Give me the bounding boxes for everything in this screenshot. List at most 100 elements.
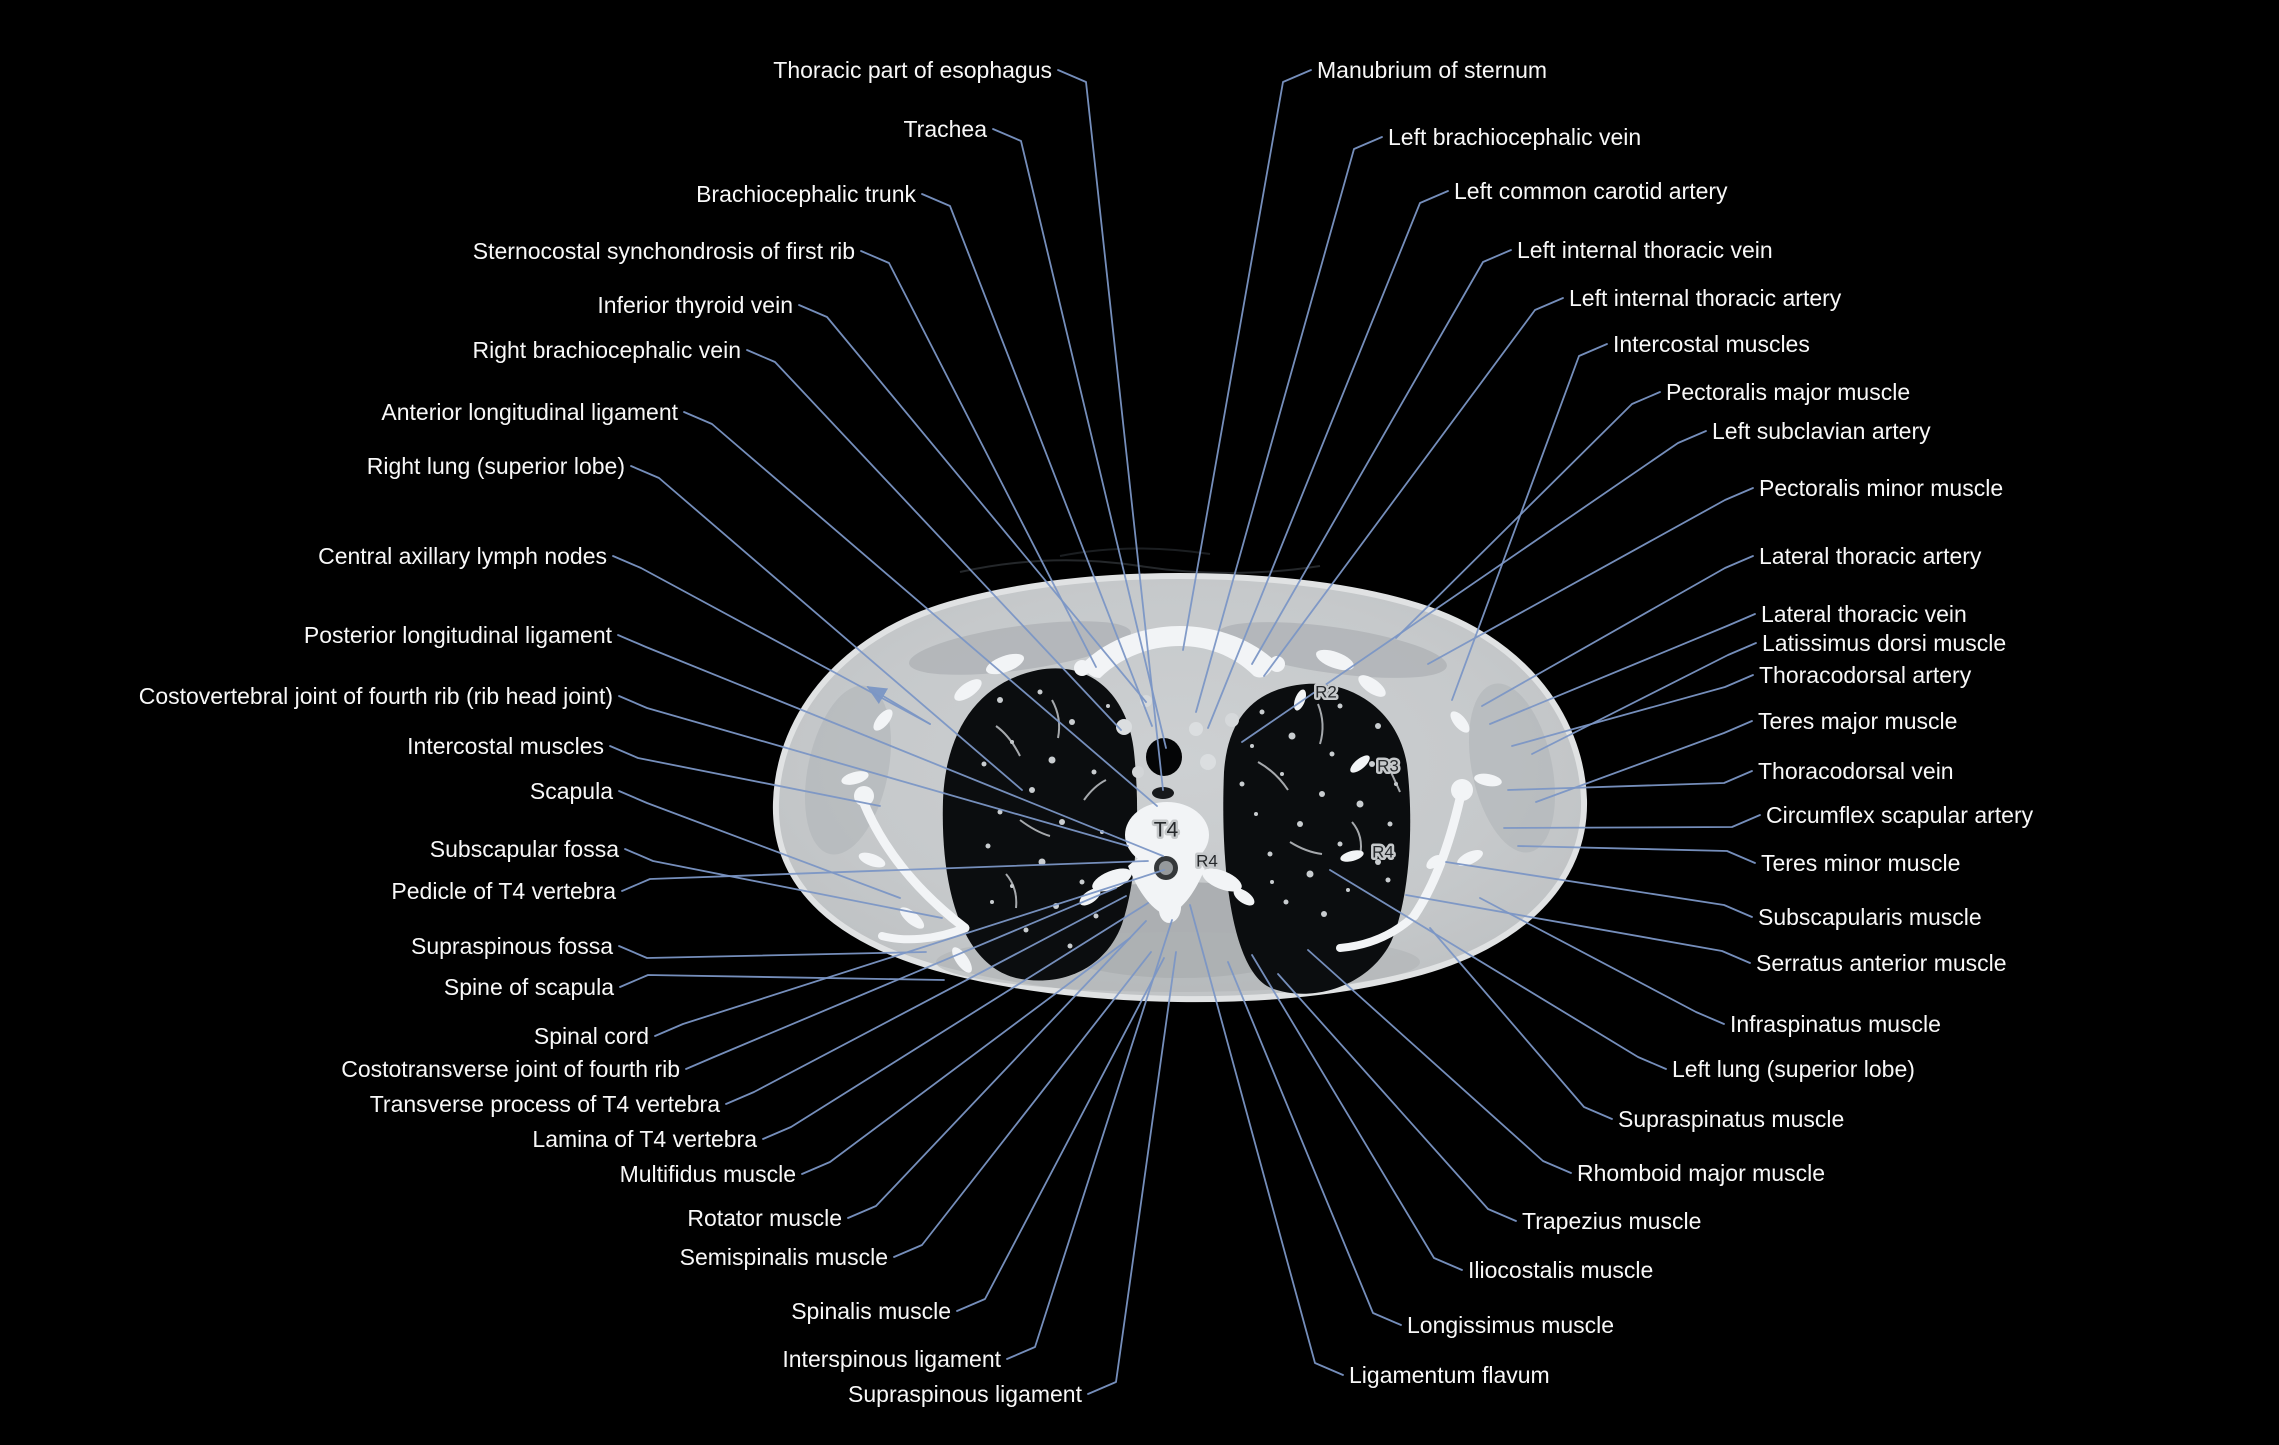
label-scapula[interactable]: Scapula — [530, 778, 613, 804]
label-infraspinatus-muscle[interactable]: Infraspinatus muscle — [1730, 1011, 1941, 1037]
label-thoracic-part-of-esophagus[interactable]: Thoracic part of esophagus — [773, 57, 1052, 83]
label-teres-major-muscle[interactable]: Teres major muscle — [1758, 708, 1957, 734]
label-pedicle-of-t4-vertebra[interactable]: Pedicle of T4 vertebra — [391, 878, 616, 904]
label-left-lung-superior-lobe[interactable]: Left lung (superior lobe) — [1672, 1056, 1915, 1082]
leader-line-inferior-thyroid-vein — [798, 304, 1147, 703]
leader-line-anterior-longitudinal-ligament — [683, 411, 1158, 807]
leader-line-lateral-thoracic-artery — [1481, 555, 1754, 707]
label-lamina-of-t4-vertebra[interactable]: Lamina of T4 vertebra — [532, 1126, 757, 1152]
lateral-muscle-left — [1468, 683, 1556, 853]
label-left-internal-thoracic-artery[interactable]: Left internal thoracic artery — [1569, 285, 1842, 311]
label-left-brachiocephalic-vein[interactable]: Left brachiocephalic vein — [1388, 124, 1641, 150]
leader-line-infraspinatus-muscle — [1479, 897, 1725, 1025]
spinal-cord-gray — [1159, 861, 1173, 875]
label-spinal-cord[interactable]: Spinal cord — [534, 1023, 649, 1049]
label-anterior-longitudinal-ligament[interactable]: Anterior longitudinal ligament — [381, 399, 678, 425]
leader-line-thoracodorsal-artery — [1511, 674, 1754, 747]
leader-line-sternocostal-synchondrosis-of-first-rib — [860, 250, 1097, 668]
label-brachiocephalic-trunk[interactable]: Brachiocephalic trunk — [696, 181, 916, 207]
label-central-axillary-lymph-nodes[interactable]: Central axillary lymph nodes — [318, 543, 607, 569]
label-interspinous-ligament[interactable]: Interspinous ligament — [782, 1346, 1001, 1372]
label-supraspinous-ligament[interactable]: Supraspinous ligament — [848, 1381, 1083, 1407]
manubrium-bone — [1082, 626, 1276, 678]
label-thoracodorsal-vein[interactable]: Thoracodorsal vein — [1758, 758, 1954, 784]
label-lateral-thoracic-vein[interactable]: Lateral thoracic vein — [1761, 601, 1967, 627]
label-lateral-thoracic-artery[interactable]: Lateral thoracic artery — [1759, 543, 1982, 569]
label-intercostal-muscles-1[interactable]: Intercostal muscles — [407, 733, 604, 759]
label-trachea[interactable]: Trachea — [903, 116, 987, 142]
leader-line-subscapularis-muscle — [1445, 861, 1753, 918]
label-latissimus-dorsi-muscle[interactable]: Latissimus dorsi muscle — [1762, 630, 2006, 656]
t4-vertebra-bone — [1079, 802, 1255, 923]
label-posterior-longitudinal-ligament[interactable]: Posterior longitudinal ligament — [304, 622, 613, 648]
ct-marker-r2-2: R2 — [1315, 683, 1337, 702]
leader-line-pedicle-of-t4-vertebra — [621, 860, 1149, 892]
label-semispinalis-muscle[interactable]: Semispinalis muscle — [680, 1244, 888, 1270]
leader-line-teres-minor-muscle — [1517, 845, 1756, 864]
label-right-lung-superior-lobe[interactable]: Right lung (superior lobe) — [367, 453, 625, 479]
label-costotransverse-joint-of-fourth-rib[interactable]: Costotransverse joint of fourth rib — [341, 1056, 680, 1082]
label-right-brachiocephalic-vein[interactable]: Right brachiocephalic vein — [473, 337, 742, 363]
leader-line-lamina-of-t4-vertebra — [762, 902, 1149, 1140]
label-left-internal-thoracic-vein[interactable]: Left internal thoracic vein — [1517, 237, 1773, 263]
label-multifidus-muscle[interactable]: Multifidus muscle — [620, 1161, 796, 1187]
leader-line-thoracodorsal-vein — [1507, 770, 1753, 791]
label-ligamentum-flavum[interactable]: Ligamentum flavum — [1349, 1362, 1550, 1388]
label-teres-minor-muscle[interactable]: Teres minor muscle — [1761, 850, 1960, 876]
leader-line-rhomboid-major-muscle — [1307, 949, 1572, 1174]
label-intercostal-muscles-2[interactable]: Intercostal muscles — [1613, 331, 1810, 357]
label-longissimus-muscle[interactable]: Longissimus muscle — [1407, 1312, 1614, 1338]
leader-line-pectoralis-minor-muscle — [1427, 487, 1754, 665]
ct-axial-slice — [772, 547, 1588, 1003]
leader-line-left-common-carotid-artery — [1207, 190, 1449, 729]
label-pectoralis-minor-muscle[interactable]: Pectoralis minor muscle — [1759, 475, 2003, 501]
ct-marker-r4-1: R4 — [1196, 852, 1218, 871]
label-trapezius-muscle[interactable]: Trapezius muscle — [1522, 1208, 1701, 1234]
label-circumflex-scapular-artery[interactable]: Circumflex scapular artery — [1766, 802, 2034, 828]
leader-line-rotator-muscle — [847, 920, 1147, 1219]
leader-line-supraspinatus-muscle — [1429, 927, 1613, 1120]
label-serratus-anterior-muscle[interactable]: Serratus anterior muscle — [1756, 950, 2007, 976]
label-iliocostalis-muscle[interactable]: Iliocostalis muscle — [1468, 1257, 1653, 1283]
pectoral-muscle-right — [909, 621, 1131, 675]
label-spine-of-scapula[interactable]: Spine of scapula — [444, 974, 614, 1000]
trachea-lumen — [1146, 738, 1182, 776]
label-rotator-muscle[interactable]: Rotator muscle — [687, 1205, 842, 1231]
label-left-subclavian-artery[interactable]: Left subclavian artery — [1712, 418, 1931, 444]
label-supraspinous-fossa[interactable]: Supraspinous fossa — [411, 933, 613, 959]
esophagus-lumen — [1152, 787, 1174, 799]
ct-marker-r4-4: R4 — [1372, 843, 1394, 862]
leader-line-multifidus-muscle — [801, 937, 1131, 1175]
leader-line-longissimus-muscle — [1227, 961, 1402, 1326]
leader-line-posterior-longitudinal-ligament — [617, 634, 1164, 857]
leader-line-costotransverse-joint-of-fourth-rib — [685, 887, 1117, 1070]
label-subscapular-fossa[interactable]: Subscapular fossa — [430, 836, 619, 862]
leader-line-spinalis-muscle — [956, 957, 1165, 1312]
leader-line-circumflex-scapular-artery — [1503, 814, 1761, 829]
label-inferior-thyroid-vein[interactable]: Inferior thyroid vein — [597, 292, 793, 318]
label-transverse-process-of-t4-vertebra[interactable]: Transverse process of T4 vertebra — [370, 1091, 720, 1117]
label-sternocostal-synchondrosis-of-first-rib[interactable]: Sternocostal synchondrosis of first rib — [473, 238, 855, 264]
label-costovertebral-joint-of-fourth-rib[interactable]: Costovertebral joint of fourth rib (rib … — [139, 683, 613, 709]
annotation-arrow-central-axillary-lymph-nodes — [866, 686, 931, 725]
label-manubrium-of-sternum[interactable]: Manubrium of sternum — [1317, 57, 1547, 83]
leader-line-iliocostalis-muscle — [1251, 954, 1463, 1271]
leader-line-left-internal-thoracic-vein — [1251, 249, 1512, 665]
leader-line-left-brachiocephalic-vein — [1195, 136, 1383, 713]
leader-line-pectoralis-major-muscle — [1395, 391, 1661, 639]
label-left-common-carotid-artery[interactable]: Left common carotid artery — [1454, 178, 1728, 204]
label-rhomboid-major-muscle[interactable]: Rhomboid major muscle — [1577, 1160, 1825, 1186]
leader-line-transverse-process-of-t4-vertebra — [725, 895, 1127, 1105]
pectoral-muscle-left — [1217, 622, 1447, 678]
leader-line-left-subclavian-artery — [1241, 430, 1707, 743]
mediastinal-vessels — [1116, 695, 1239, 778]
label-supraspinatus-muscle[interactable]: Supraspinatus muscle — [1618, 1106, 1844, 1132]
left-lung-vessels — [1239, 693, 1401, 917]
leader-line-supraspinous-ligament — [1087, 951, 1177, 1395]
leader-line-ligamentum-flavum — [1189, 904, 1344, 1376]
label-subscapularis-muscle[interactable]: Subscapularis muscle — [1758, 904, 1982, 930]
leader-line-scapula — [618, 790, 901, 899]
label-thoracodorsal-artery[interactable]: Thoracodorsal artery — [1759, 662, 1972, 688]
label-pectoralis-major-muscle[interactable]: Pectoralis major muscle — [1666, 379, 1910, 405]
label-spinalis-muscle[interactable]: Spinalis muscle — [791, 1298, 951, 1324]
